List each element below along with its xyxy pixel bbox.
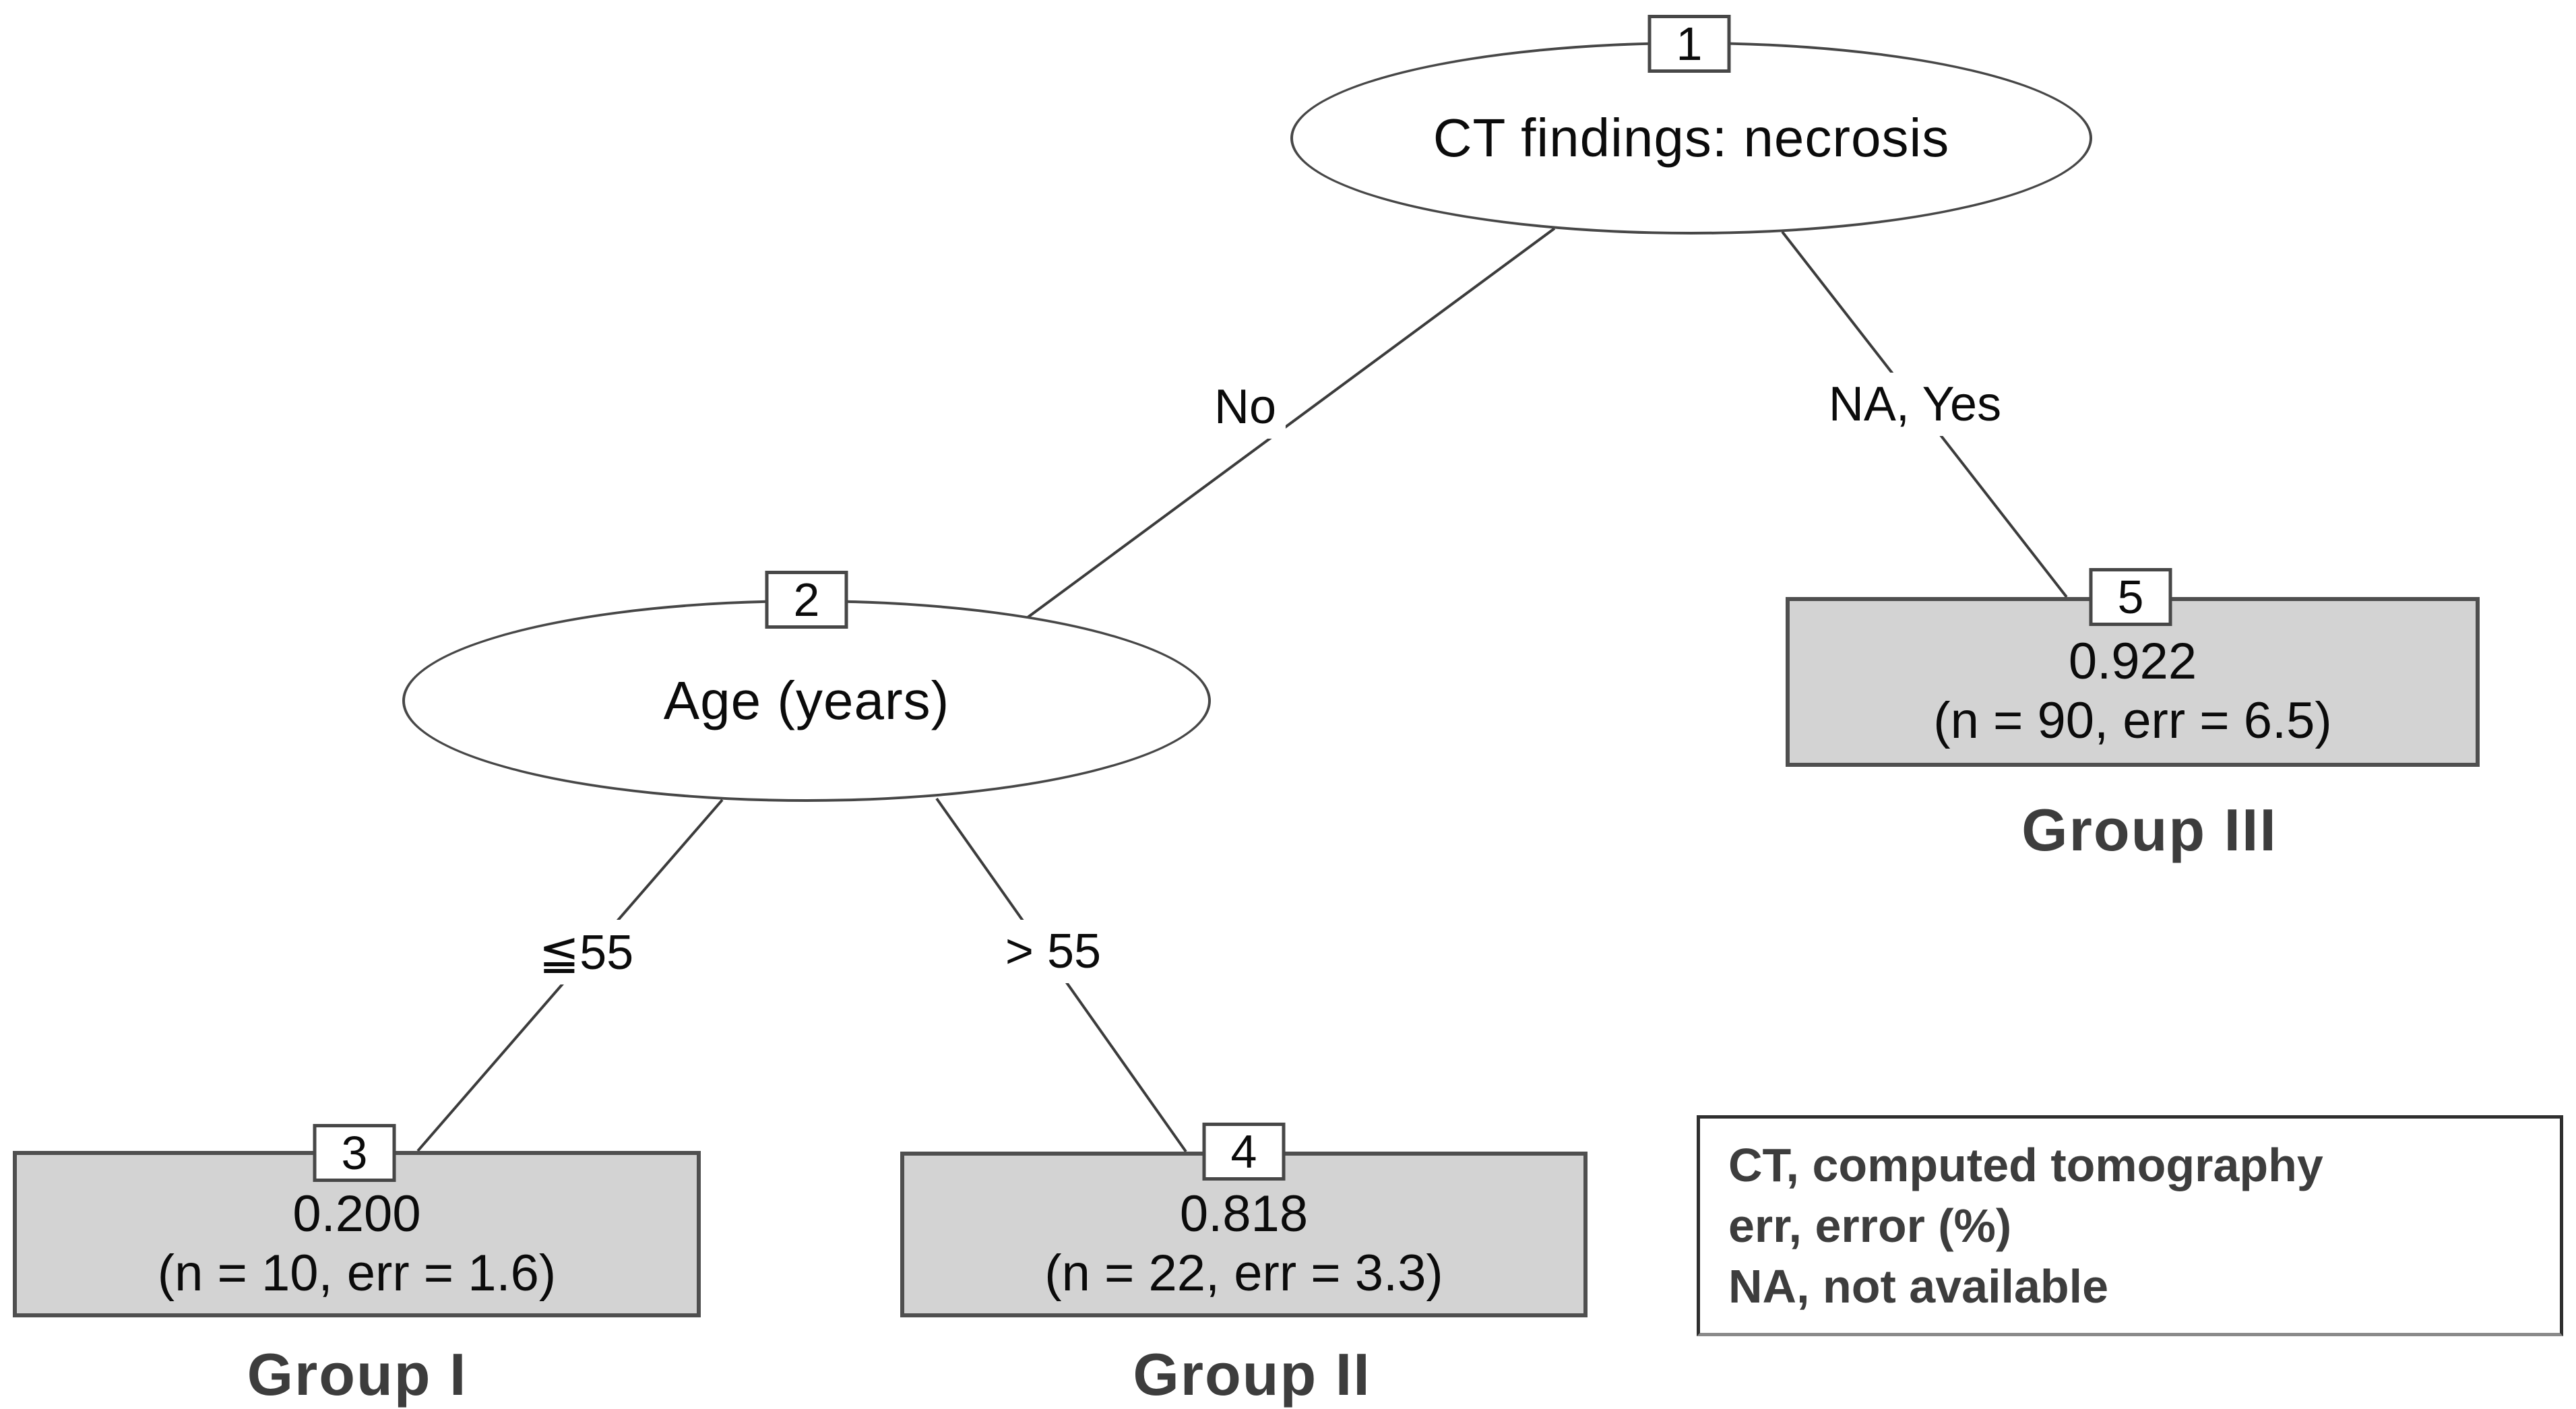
node-4-value: 0.818 xyxy=(1179,1185,1309,1243)
node-2-ellipse: Age (years) xyxy=(402,600,1211,802)
legend-box: CT, computed tomography err, error (%) N… xyxy=(1697,1115,2563,1336)
node-5-id-badge: 5 xyxy=(2089,568,2172,626)
node-2-id-badge: 2 xyxy=(765,571,848,629)
group-2-label: Group II xyxy=(1133,1341,1371,1408)
node-1-id: 1 xyxy=(1676,18,1703,70)
node-4-stats: (n = 22, err = 3.3) xyxy=(1044,1245,1443,1302)
node-4-id: 4 xyxy=(1230,1125,1257,1178)
node-5-value: 0.922 xyxy=(2068,633,2197,690)
node-1-id-badge: 1 xyxy=(1647,15,1731,73)
legend-line-ct: CT, computed tomography xyxy=(1728,1139,2323,1191)
node-2-label: Age (years) xyxy=(663,670,950,730)
group-3-label: Group III xyxy=(2021,796,2277,863)
legend-line-err: err, error (%) xyxy=(1728,1199,2012,1252)
node-2-id: 2 xyxy=(793,573,820,626)
group-1-label: Group I xyxy=(247,1341,468,1408)
node-1-ellipse: CT findings: necrosis xyxy=(1290,42,2092,234)
node-3-value: 0.200 xyxy=(292,1185,421,1243)
node-4-id-badge: 4 xyxy=(1202,1123,1286,1181)
node-5-stats: (n = 90, err = 6.5) xyxy=(1933,692,2332,749)
node-1-label: CT findings: necrosis xyxy=(1433,108,1950,168)
edge-label-no: No xyxy=(1204,375,1286,439)
legend-line-na: NA, not available xyxy=(1728,1260,2109,1313)
edge-label-na-yes: NA, Yes xyxy=(1819,373,2011,436)
edge-line-no xyxy=(1023,227,1556,621)
node-5-id: 5 xyxy=(2117,571,2144,623)
node-3-id-badge: 3 xyxy=(313,1124,396,1182)
node-3-id: 3 xyxy=(341,1127,368,1179)
edge-label-gt55: > 55 xyxy=(995,920,1111,983)
node-3-stats: (n = 10, err = 1.6) xyxy=(157,1244,557,1302)
edge-label-le55: ≦55 xyxy=(529,920,643,984)
